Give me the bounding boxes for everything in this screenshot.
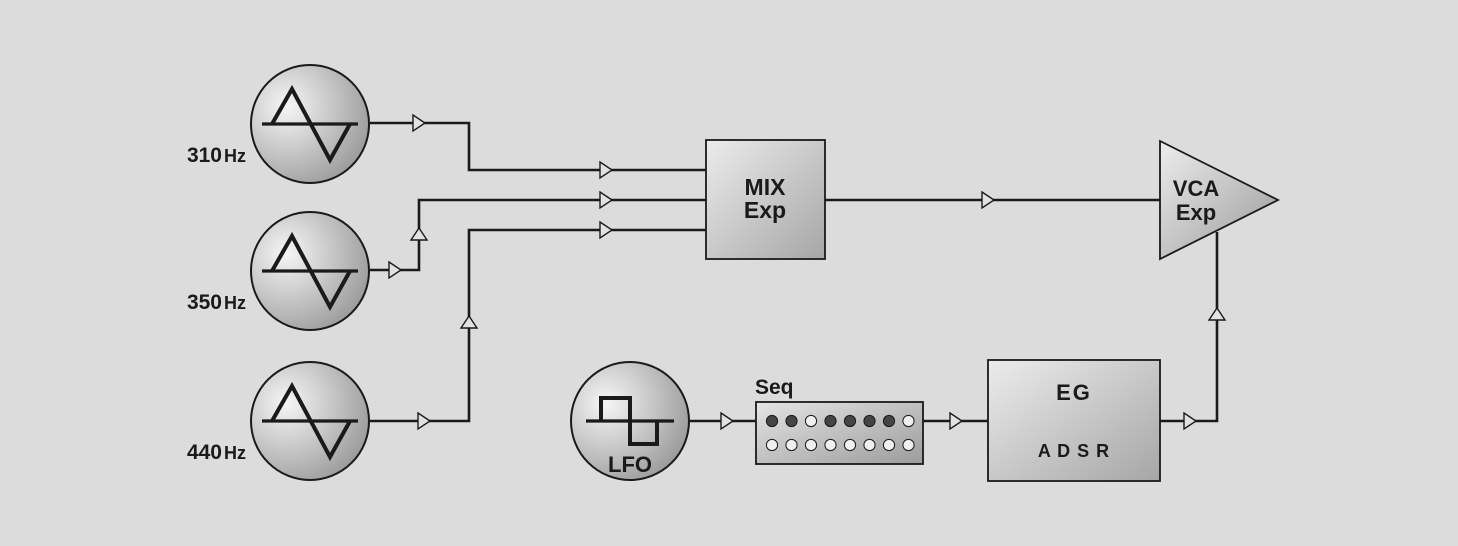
- arrow-right-icon: [599, 190, 614, 210]
- arrow-up-icon: [1207, 306, 1227, 321]
- vca-label-line1: VCA: [1173, 176, 1220, 201]
- sequencer-step-off: [882, 438, 896, 452]
- sequencer-step-off: [824, 438, 837, 452]
- sequencer-top-row: [765, 414, 915, 428]
- arrow-right-icon: [412, 113, 427, 133]
- wire-osc1-to-mix: [370, 121, 706, 172]
- sequencer-step-on: [882, 414, 896, 428]
- arrow-up-icon: [409, 226, 429, 241]
- frequency-unit: Hz: [224, 146, 246, 166]
- arrow-right-icon: [949, 411, 964, 431]
- envelope-module: EG A D S R: [987, 359, 1161, 482]
- sequencer-step-on: [863, 414, 876, 428]
- vca-module: VCA Exp: [1159, 139, 1281, 261]
- mixer-label-line1: MIX: [745, 174, 787, 200]
- triangle-wave-icon: [270, 381, 352, 462]
- envelope-title: EG: [1056, 380, 1092, 405]
- sequencer-label: Seq: [755, 376, 794, 399]
- sequencer-bottom-row: [765, 438, 915, 452]
- sequencer-step-on: [785, 414, 798, 428]
- oscillator-310hz: 310 Hz: [187, 64, 370, 184]
- frequency-unit: Hz: [224, 293, 246, 313]
- sequencer-module: Seq: [755, 376, 924, 465]
- frequency-value: 310: [187, 144, 222, 167]
- sequencer-step-off: [804, 438, 818, 452]
- oscillator-440hz: 440 Hz: [187, 361, 370, 481]
- signal-arrows: [388, 113, 1227, 431]
- arrow-right-icon: [599, 220, 614, 240]
- arrow-right-icon: [388, 260, 403, 280]
- arrow-right-icon: [1183, 411, 1198, 431]
- oscillator-350hz: 350 Hz: [187, 211, 370, 331]
- mixer-module: MIX Exp: [705, 139, 826, 260]
- envelope-box: [987, 359, 1161, 482]
- sequencer-step-on: [824, 414, 837, 428]
- frequency-unit: Hz: [224, 443, 246, 463]
- sequencer-step-off: [765, 438, 779, 452]
- sequencer-step-off: [785, 438, 798, 452]
- sequencer-step-off: [902, 438, 915, 452]
- arrow-right-icon: [599, 160, 614, 180]
- sequencer-step-off: [843, 438, 857, 452]
- sequencer-box: [755, 401, 924, 465]
- triangle-wave-icon: [270, 231, 352, 312]
- sequencer-step-on: [765, 414, 779, 428]
- mixer-label-line2: Exp: [744, 197, 786, 223]
- frequency-value: 440: [187, 441, 222, 464]
- wire-eg-to-vca: [1160, 232, 1219, 423]
- lfo-label: LFO: [608, 452, 652, 477]
- sequencer-step-off: [804, 414, 818, 428]
- sequencer-step-off: [863, 438, 876, 452]
- vca-triangle: [1159, 139, 1281, 261]
- lfo-module: LFO: [570, 361, 690, 481]
- arrow-right-icon: [417, 411, 432, 431]
- sequencer-step-on: [843, 414, 857, 428]
- vca-label-line2: Exp: [1176, 200, 1216, 225]
- envelope-stages: A D S R: [1038, 441, 1110, 461]
- frequency-value: 350: [187, 291, 222, 314]
- mixer-box: [705, 139, 826, 260]
- arrow-up-icon: [459, 314, 479, 329]
- arrow-right-icon: [720, 411, 735, 431]
- triangle-wave-icon: [270, 84, 352, 165]
- arrow-right-icon: [981, 190, 996, 210]
- square-wave-icon: [599, 396, 659, 446]
- sequencer-step-off: [902, 414, 915, 428]
